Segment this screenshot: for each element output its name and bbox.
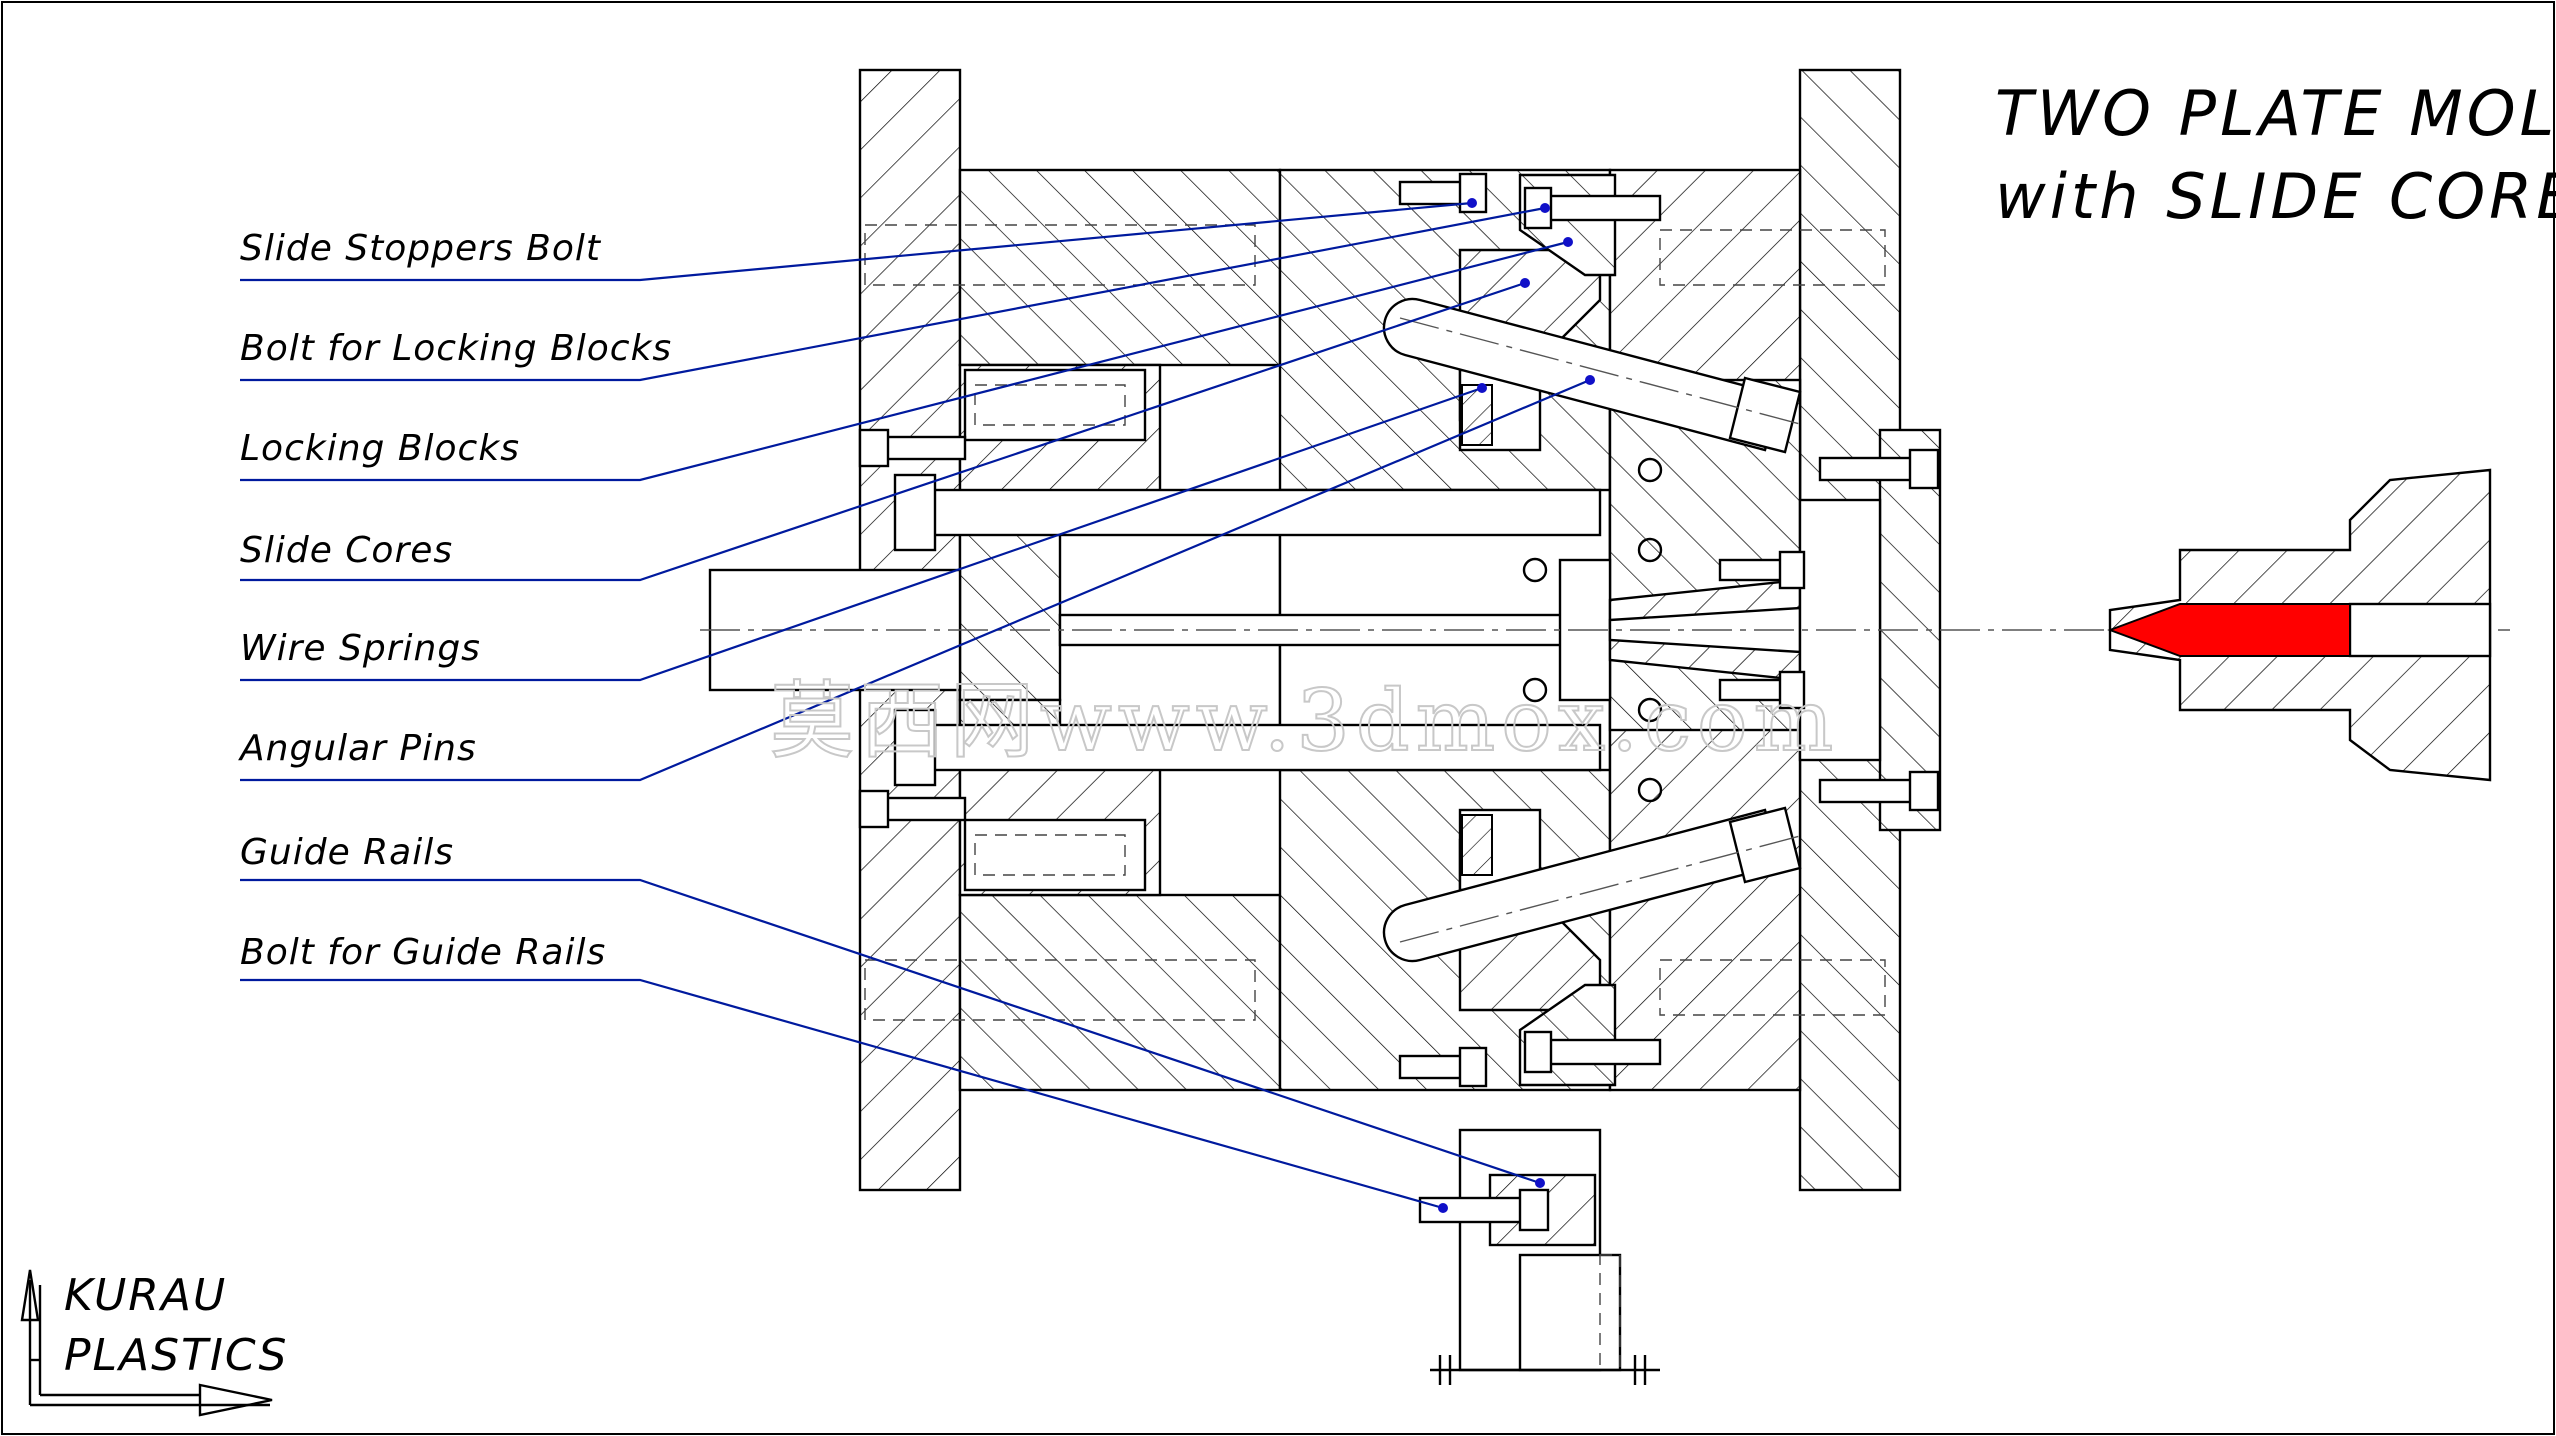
leader-slide-cores — [240, 281, 1526, 582]
leader-locking-blocks — [240, 240, 1569, 482]
title-line-1: TWO PLATE MOLD — [1995, 77, 2556, 150]
wire-spring-bottom — [1461, 814, 1493, 876]
leader-bolt-locking-blocks — [240, 206, 1546, 382]
moving-plate-bottom — [958, 893, 1282, 1092]
kurau-plastics-logo: KURAU PLASTICS — [20, 1269, 288, 1417]
angular-pin-top — [1382, 297, 1802, 454]
hidden-lines — [864, 224, 1886, 1021]
leader-slide-stoppers-bolt — [240, 201, 1473, 282]
brand-line-2: PLASTICS — [64, 1330, 288, 1381]
label-bolt-locking-blocks: Bolt for Locking Blocks — [240, 328, 672, 369]
label-wire-springs: Wire Springs — [240, 628, 481, 669]
machine-nozzle — [2107, 468, 2492, 782]
label-slide-cores: Slide Cores — [240, 530, 453, 571]
leader-bolt-guide-rails — [240, 978, 1444, 1210]
leader-angular-pins — [240, 378, 1591, 782]
brand-line-1: KURAU — [64, 1270, 227, 1321]
bolts — [858, 172, 1940, 1088]
leader-wire-springs — [240, 386, 1483, 682]
angular-pin-bottom — [1382, 806, 1802, 963]
callout-labels: Slide Stoppers Bolt Bolt for Locking Blo… — [238, 228, 672, 973]
ejector-box-bottom — [963, 818, 1147, 892]
guide-pin-top — [918, 488, 1602, 537]
label-locking-blocks: Locking Blocks — [240, 428, 520, 469]
cooling-channels — [1522, 457, 1663, 803]
nozzle-melt — [2107, 603, 2351, 657]
label-slide-stoppers-bolt: Slide Stoppers Bolt — [240, 228, 602, 269]
ejector-box-top — [963, 368, 1147, 442]
wire-spring-top — [1461, 384, 1493, 446]
leader-guide-rails — [240, 878, 1541, 1185]
title-line-2: with SLIDE CORE — [1995, 160, 2556, 233]
label-angular-pins: Angular Pins — [238, 728, 477, 769]
leader-lines — [240, 198, 1595, 1213]
guide-pin-head-top — [893, 473, 937, 552]
guide-rail-detail — [1418, 1128, 1660, 1385]
watermark: 莫西网www.3dmox.com — [770, 672, 1839, 770]
guide-pin-head-bottom — [893, 708, 937, 787]
label-guide-rails: Guide Rails — [240, 832, 454, 873]
label-bolt-guide-rails: Bolt for Guide Rails — [240, 932, 606, 973]
ejector-mid-upper — [958, 528, 1062, 702]
